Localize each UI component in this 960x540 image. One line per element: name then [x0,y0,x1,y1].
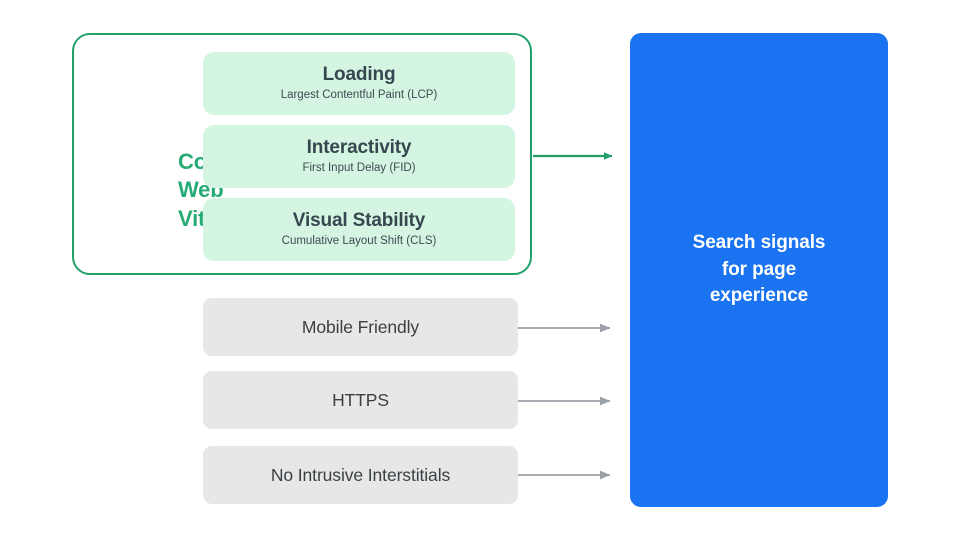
signal-box-label: Mobile Friendly [301,316,420,337]
signal-box-label: HTTPS [332,389,389,410]
metric-card-subtitle: Largest Contentful Paint (LCP) [280,89,438,102]
metric-card-title: Interactivity [306,136,412,158]
signal-box-label: No Intrusive Interstitials [270,464,451,485]
metric-card-visual-stability[interactable]: Visual Stability Cumulative Layout Shift… [203,198,515,261]
metric-card-subtitle: First Input Delay (FID) [302,162,416,175]
metric-card-subtitle: Cumulative Layout Shift (CLS) [281,235,437,248]
signal-box-mobile-friendly[interactable]: Mobile Friendly [203,298,518,356]
destination-panel: Search signals for page experience [630,33,888,507]
metric-card-title: Loading [322,63,396,85]
signal-box-https[interactable]: HTTPS [203,371,518,429]
metric-card-title: Visual Stability [292,209,426,231]
signal-box-no-intrusive-interstitials[interactable]: No Intrusive Interstitials [203,446,518,504]
destination-panel-text: Search signals for page experience [692,231,826,307]
metric-card-interactivity[interactable]: Interactivity First Input Delay (FID) [203,125,515,188]
metric-card-loading[interactable]: Loading Largest Contentful Paint (LCP) [203,52,515,115]
